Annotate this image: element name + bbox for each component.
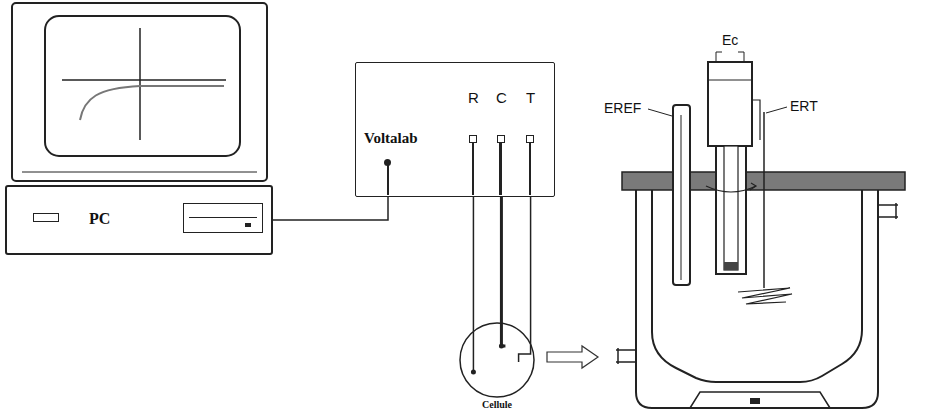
terminal-jack	[469, 135, 477, 143]
pin-wire	[501, 323, 505, 346]
terminal-stub	[499, 143, 502, 195]
electrochemical-cell	[616, 52, 905, 408]
input-stub	[387, 165, 389, 195]
pin-end	[499, 344, 504, 349]
electrode-label: Ec	[722, 32, 738, 49]
terminal-jack	[526, 135, 534, 143]
terminal-stub	[529, 143, 531, 195]
pin-wire	[519, 344, 531, 362]
terminal-stub	[472, 143, 474, 195]
circle-outline	[460, 323, 534, 397]
monitor	[12, 3, 267, 181]
pin-wire	[473, 331, 475, 372]
wire	[500, 197, 503, 323]
device-label: Voltalab	[364, 129, 418, 147]
drive-slot	[189, 217, 257, 220]
wire	[273, 197, 388, 220]
computer-tower: PC	[5, 185, 273, 255]
drive-led	[245, 223, 251, 227]
pin-end	[471, 370, 476, 375]
cell-connector: Cellule	[457, 321, 537, 413]
drive-bay	[183, 203, 263, 233]
wire	[473, 197, 475, 331]
hollow-arrow	[547, 346, 598, 368]
electrode-label: EREF	[604, 100, 641, 117]
disk-slot	[33, 213, 59, 222]
computer-label: PC	[89, 209, 110, 228]
cell-label: Cellule	[482, 399, 512, 411]
terminal-label: T	[526, 89, 535, 107]
potentiostat-box: Voltalab RC T	[355, 62, 555, 197]
terminal-jack	[497, 135, 505, 143]
terminal-label: R	[468, 89, 479, 107]
wire	[530, 197, 532, 344]
terminal-label: C	[496, 89, 507, 107]
electrode-label: ERT	[790, 98, 818, 115]
